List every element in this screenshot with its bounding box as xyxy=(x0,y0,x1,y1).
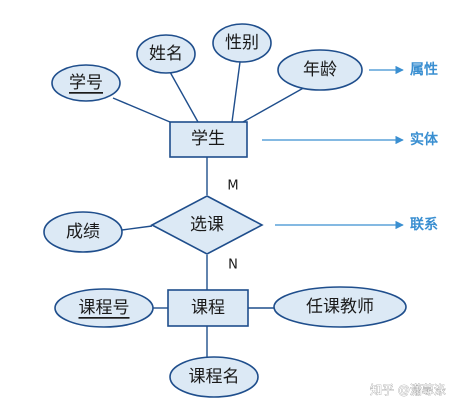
svg-text:年龄: 年龄 xyxy=(303,60,337,80)
cardinality-m: M xyxy=(227,179,238,194)
svg-text:课程: 课程 xyxy=(191,298,225,318)
legend-arrows xyxy=(262,65,404,230)
svg-text:课程名: 课程名 xyxy=(189,367,240,387)
svg-text:任课教师: 任课教师 xyxy=(306,297,374,317)
svg-text:选课: 选课 xyxy=(190,215,224,235)
svg-text:成绩: 成绩 xyxy=(66,222,100,242)
line-student-id xyxy=(112,97,171,123)
svg-text:姓名: 姓名 xyxy=(149,44,183,64)
line-gender xyxy=(231,61,241,123)
cardinality-n: N xyxy=(228,258,238,273)
relationship-enroll: 选课 xyxy=(150,195,264,255)
line-age xyxy=(242,85,308,123)
attribute-name: 姓名 xyxy=(136,34,196,74)
line-grade xyxy=(121,225,153,231)
attribute-course-name: 课程名 xyxy=(169,356,259,398)
attribute-age: 年龄 xyxy=(277,49,363,91)
watermark: 知乎 @瀟蕁淥 xyxy=(370,383,446,397)
attribute-course-id: 课程号 xyxy=(54,288,154,328)
svg-text:学生: 学生 xyxy=(191,129,225,149)
legend-attribute: 属性 xyxy=(410,61,438,78)
attribute-student-id: 学号 xyxy=(51,64,121,102)
svg-text:课程号: 课程号 xyxy=(79,298,130,318)
attribute-teacher: 任课教师 xyxy=(273,286,407,328)
line-name xyxy=(169,71,199,123)
svg-text:学号: 学号 xyxy=(69,73,103,93)
legend-entity: 实体 xyxy=(410,131,439,148)
legend-relation: 联系 xyxy=(410,216,438,233)
attribute-gender: 性别 xyxy=(212,23,272,63)
svg-text:性别: 性别 xyxy=(225,33,259,53)
attribute-grade: 成绩 xyxy=(43,211,123,253)
entity-student: 学生 xyxy=(169,121,248,158)
connector-lines xyxy=(112,61,308,358)
entity-course: 课程 xyxy=(167,289,249,327)
